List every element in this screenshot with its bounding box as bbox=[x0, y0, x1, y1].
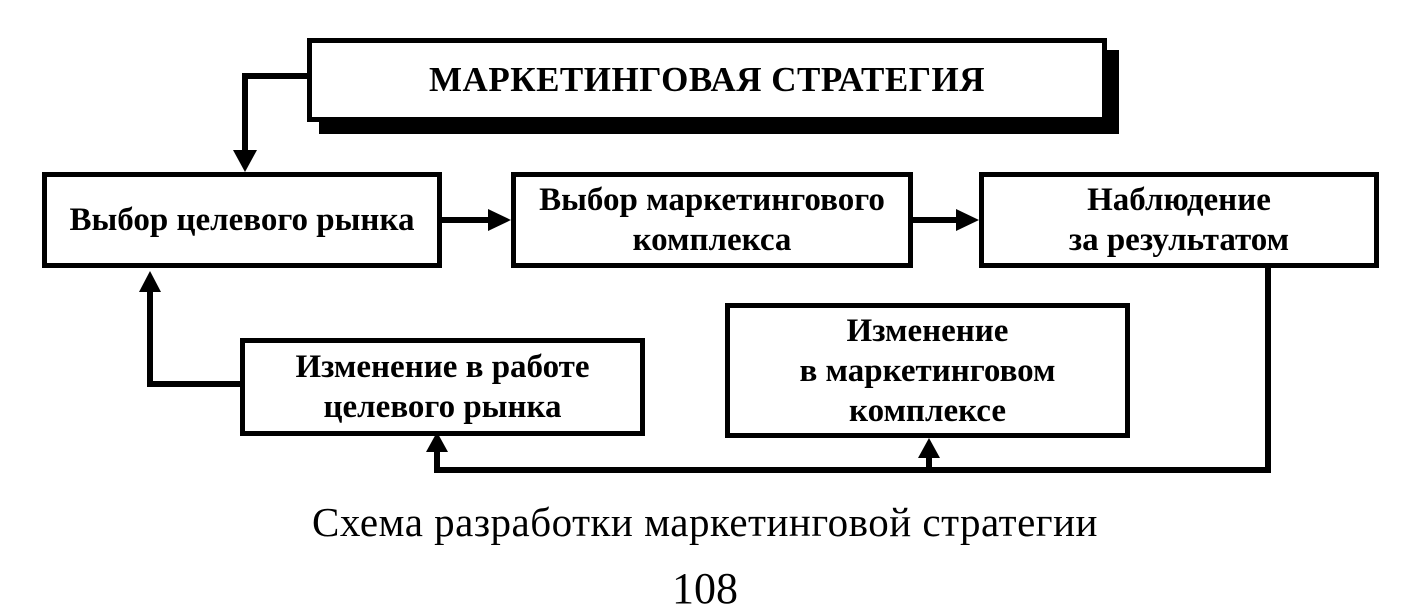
connector-arrows bbox=[139, 73, 1271, 473]
node-target-market-change-line-1: Изменение в работе bbox=[295, 349, 590, 385]
arrowhead-mix-to-monitoring bbox=[956, 209, 979, 231]
arrowhead-title-to-target bbox=[233, 150, 257, 172]
node-target-market-change-line-2: целевого рынка bbox=[323, 389, 562, 425]
arrowhead-to-target-market bbox=[139, 271, 161, 292]
node-mix-change-line-1: Изменение bbox=[846, 312, 1009, 349]
arrowhead-to-target-market-change bbox=[426, 432, 448, 452]
node-target-market-change: Изменение в работе целевого рынка bbox=[240, 338, 645, 436]
node-mix-change-line-2: в маркетинговом bbox=[799, 352, 1056, 389]
arrowhead-to-mix-change bbox=[918, 438, 940, 458]
figure-caption: Схема разработки маркетинговой стратегии bbox=[312, 499, 1098, 545]
node-marketing-mix-line-1: Выбор маркетингового bbox=[539, 182, 885, 218]
arrow-title-to-target-market bbox=[242, 73, 310, 155]
node-marketing-mix: Выбор маркетингового комплекса bbox=[511, 172, 913, 268]
node-monitoring-line-1: Наблюдение bbox=[1087, 182, 1271, 218]
node-mix-change: Изменение в маркетинговом комплексе bbox=[725, 303, 1130, 438]
node-target-market-line-1: Выбор целевого рынка bbox=[69, 202, 415, 238]
node-monitoring-line-2: за результатом bbox=[1068, 222, 1290, 258]
arrow-change-to-target-market bbox=[147, 287, 243, 387]
node-target-market: Выбор целевого рынка bbox=[42, 172, 442, 268]
line-monitoring-feedback bbox=[434, 265, 1271, 473]
diagram-title: МАРКЕТИНГОВАЯ СТРАТЕГИЯ bbox=[429, 60, 985, 99]
node-monitoring: Наблюдение за результатом bbox=[979, 172, 1379, 268]
page-number: 108 bbox=[672, 564, 738, 613]
arrowhead-target-to-mix bbox=[488, 209, 511, 231]
node-mix-change-line-3: комплексе bbox=[849, 392, 1006, 429]
title-box: МАРКЕТИНГОВАЯ СТРАТЕГИЯ bbox=[307, 38, 1107, 122]
node-marketing-mix-line-2: комплекса bbox=[632, 222, 792, 258]
